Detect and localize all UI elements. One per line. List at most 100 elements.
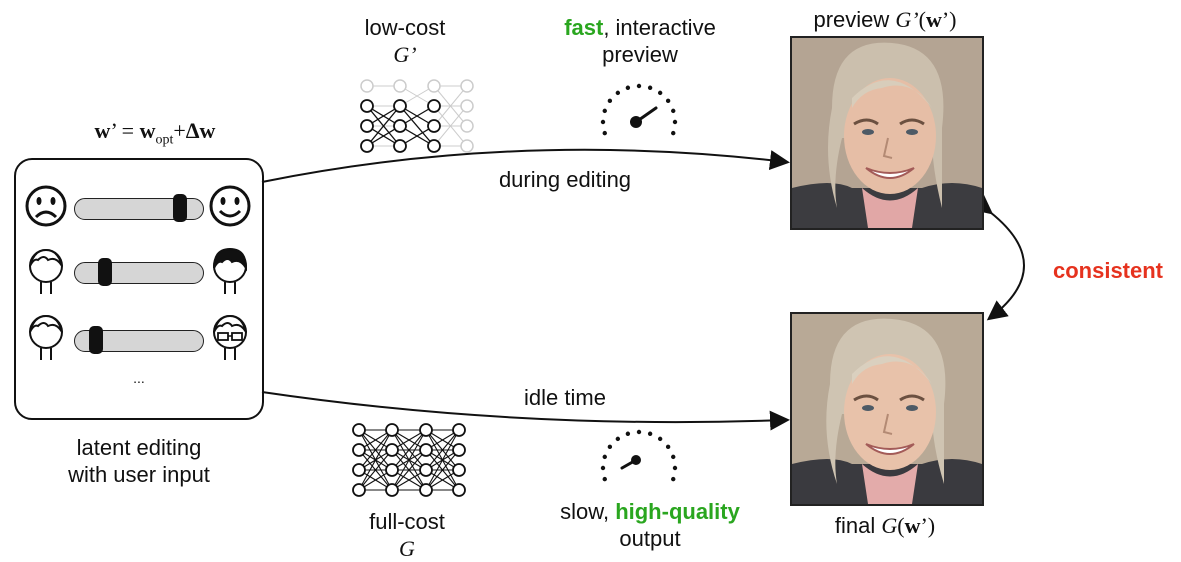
gauge-dot <box>672 465 678 471</box>
hair-slider-thumb[interactable] <box>98 258 112 286</box>
hair-slider[interactable] <box>74 258 204 286</box>
gauge-dot <box>615 436 621 442</box>
consistent-label: consistent <box>1052 258 1164 283</box>
gauge-dot <box>636 83 642 89</box>
gauge-dot <box>636 429 642 435</box>
network-edge <box>358 449 393 491</box>
network-node <box>419 483 433 497</box>
slow-output-label: slow, high-quality output <box>520 498 780 552</box>
network-node <box>419 423 433 437</box>
network-node <box>419 443 433 457</box>
final-caption-prefix: final <box>834 513 882 538</box>
glasses-person-icon <box>213 314 247 360</box>
network-node <box>385 423 399 437</box>
network-node <box>352 463 366 477</box>
more-sliders-ellipsis: ... <box>133 370 145 386</box>
gauge-dot <box>615 90 621 96</box>
network-edge <box>425 429 460 471</box>
preview-word: preview <box>602 42 678 67</box>
final-caption: final G(w’) <box>780 512 990 539</box>
gauge-dot <box>602 454 607 460</box>
fast-preview-label: fast, interactive preview <box>530 14 750 68</box>
g-prime-symbol: G’ <box>393 42 417 67</box>
formula-w-opt: w <box>139 118 156 143</box>
preview-caption-close: ’) <box>941 7 957 32</box>
network-node <box>385 463 399 477</box>
full-cost-network-icon <box>352 423 466 497</box>
preview-portrait <box>792 38 982 228</box>
happy-face-icon <box>209 185 251 227</box>
gauge-dot <box>647 431 653 436</box>
full-cost-label: full-cost G <box>332 508 482 562</box>
expression-slider[interactable] <box>74 194 204 222</box>
gauge-dot <box>671 476 676 482</box>
preview-caption: preview G’(w’) <box>780 6 990 33</box>
final-caption-g: G <box>881 513 898 538</box>
preview-caption-prefix: preview <box>813 7 896 32</box>
gauge-dot <box>671 108 676 114</box>
gauge-dot <box>602 476 607 482</box>
network-node <box>419 463 433 477</box>
consistency-arrow <box>971 194 1025 321</box>
final-face-image <box>790 312 984 506</box>
preview-face-image <box>790 36 984 230</box>
interactive-word: , interactive <box>603 15 716 40</box>
final-caption-close: ’) <box>920 513 936 538</box>
gauge-dot <box>602 130 607 136</box>
gauge-dot <box>602 108 607 114</box>
final-portrait <box>792 314 982 504</box>
gauge-dot <box>607 444 613 450</box>
network-node <box>352 443 366 457</box>
glasses-slider[interactable] <box>74 326 204 354</box>
formula-w: w <box>94 118 111 143</box>
network-node <box>452 463 466 477</box>
during-editing-label: during editing <box>498 167 632 192</box>
formula-plus: + <box>173 118 186 143</box>
latent-editing-panel: ... <box>14 158 264 420</box>
network-edge <box>425 429 460 491</box>
network-node <box>352 483 366 497</box>
network-node <box>452 423 466 437</box>
formula-prime: ’ <box>110 118 117 143</box>
network-edge <box>391 429 427 491</box>
gauge-dot <box>625 431 631 436</box>
no-glasses-person-icon <box>29 314 63 360</box>
gauge-dot <box>657 436 663 442</box>
network-node <box>452 483 466 497</box>
gauge-dot <box>647 85 653 90</box>
network-edge <box>358 429 393 471</box>
slow-speedometer-icon <box>600 429 678 482</box>
panel-caption-line2: with user input <box>68 462 210 487</box>
full-cost-text: full-cost <box>369 509 445 534</box>
preview-caption-w: w <box>925 7 942 32</box>
gauge-dot <box>607 98 613 104</box>
network-node <box>385 483 399 497</box>
sad-face-icon <box>25 185 67 227</box>
formula-delta-w: Δw <box>185 118 216 143</box>
network-edge <box>358 429 393 491</box>
fast-speedometer-icon <box>600 83 678 136</box>
dark-hair-person-icon <box>213 247 248 294</box>
network-edge <box>391 449 427 491</box>
gauge-dot <box>665 98 671 104</box>
gauge-dot <box>600 119 606 125</box>
network-node <box>385 443 399 457</box>
bottom-arrow <box>261 391 790 431</box>
glasses-slider-thumb[interactable] <box>89 326 103 354</box>
gauge-dot <box>672 119 678 125</box>
output-word: output <box>619 526 681 551</box>
expression-slider-thumb[interactable] <box>173 194 187 222</box>
low-cost-network-icon <box>360 79 474 153</box>
fast-word: fast <box>564 15 604 40</box>
light-hair-person-icon <box>29 248 63 294</box>
gauge-dot <box>625 85 631 90</box>
gauge-dot <box>671 454 676 460</box>
low-cost-text: low-cost <box>364 15 446 40</box>
formula-equals: = <box>116 118 140 143</box>
network-edge <box>425 449 460 491</box>
network-node <box>452 443 466 457</box>
top-arrow <box>261 148 790 183</box>
low-cost-label: low-cost G’ <box>330 14 480 68</box>
latent-formula: w’ = wopt+Δw <box>60 118 250 148</box>
